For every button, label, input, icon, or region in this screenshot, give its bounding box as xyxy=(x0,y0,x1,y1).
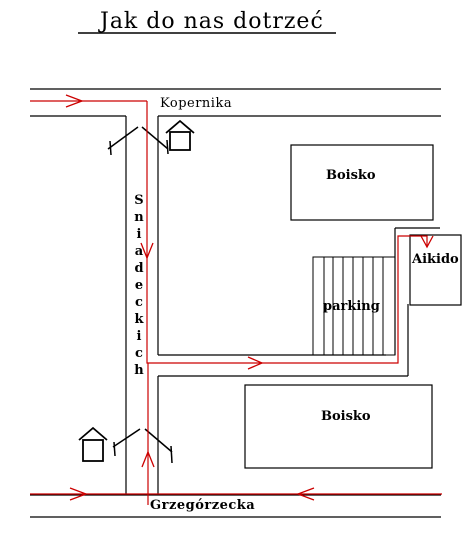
sniadeckich-letter: c xyxy=(135,346,143,361)
gate-north xyxy=(107,126,169,156)
route-inner-road xyxy=(146,235,428,364)
arrow-up-sniadeckich xyxy=(141,450,155,468)
sniadeckich-letter: n xyxy=(134,210,144,225)
arrow-right-inner-road xyxy=(247,356,264,370)
sniadeckich-letter: i xyxy=(137,329,142,344)
street-label-sniadeckich: S n i a d e c k i c h xyxy=(134,193,144,378)
boisko-bottom-field xyxy=(244,384,433,469)
parking-area xyxy=(312,256,396,356)
gate-south xyxy=(112,428,173,464)
sniadeckich-letter: e xyxy=(135,278,143,293)
label-aikido: Aikido xyxy=(411,252,459,267)
street-label-kopernika: Kopernika xyxy=(160,96,232,111)
house-icon-north xyxy=(165,119,195,151)
sniadeckich-letter: d xyxy=(134,261,143,276)
arrow-down-aikido xyxy=(420,235,434,249)
street-label-grzegorzecka: Grzegórzecka xyxy=(150,498,255,513)
sniadeckich-letter: a xyxy=(135,244,144,259)
sniadeckich-letter: S xyxy=(134,193,143,208)
arrow-left-grzegorzecka xyxy=(296,487,315,501)
house-icon-south xyxy=(78,426,108,462)
streets xyxy=(30,88,441,518)
boisko-top-field xyxy=(290,144,434,221)
aikido-building xyxy=(409,234,462,306)
arrow-right-kopernika xyxy=(65,94,84,108)
arrow-down-sniadeckich xyxy=(140,242,154,260)
label-parking: parking xyxy=(323,299,380,314)
sniadeckich-letter: h xyxy=(134,363,144,378)
map-title: Jak do nas dotrzeć xyxy=(98,9,324,34)
arrow-right-grzegorzecka xyxy=(69,487,88,501)
sniadeckich-letter: c xyxy=(135,295,143,310)
label-boisko-top: Boisko xyxy=(326,168,376,183)
route xyxy=(30,100,442,505)
label-boisko-bottom: Boisko xyxy=(321,409,371,424)
sniadeckich-letter: i xyxy=(137,227,142,242)
route-arrows xyxy=(65,94,434,501)
sniadeckich-letter: k xyxy=(134,312,144,327)
